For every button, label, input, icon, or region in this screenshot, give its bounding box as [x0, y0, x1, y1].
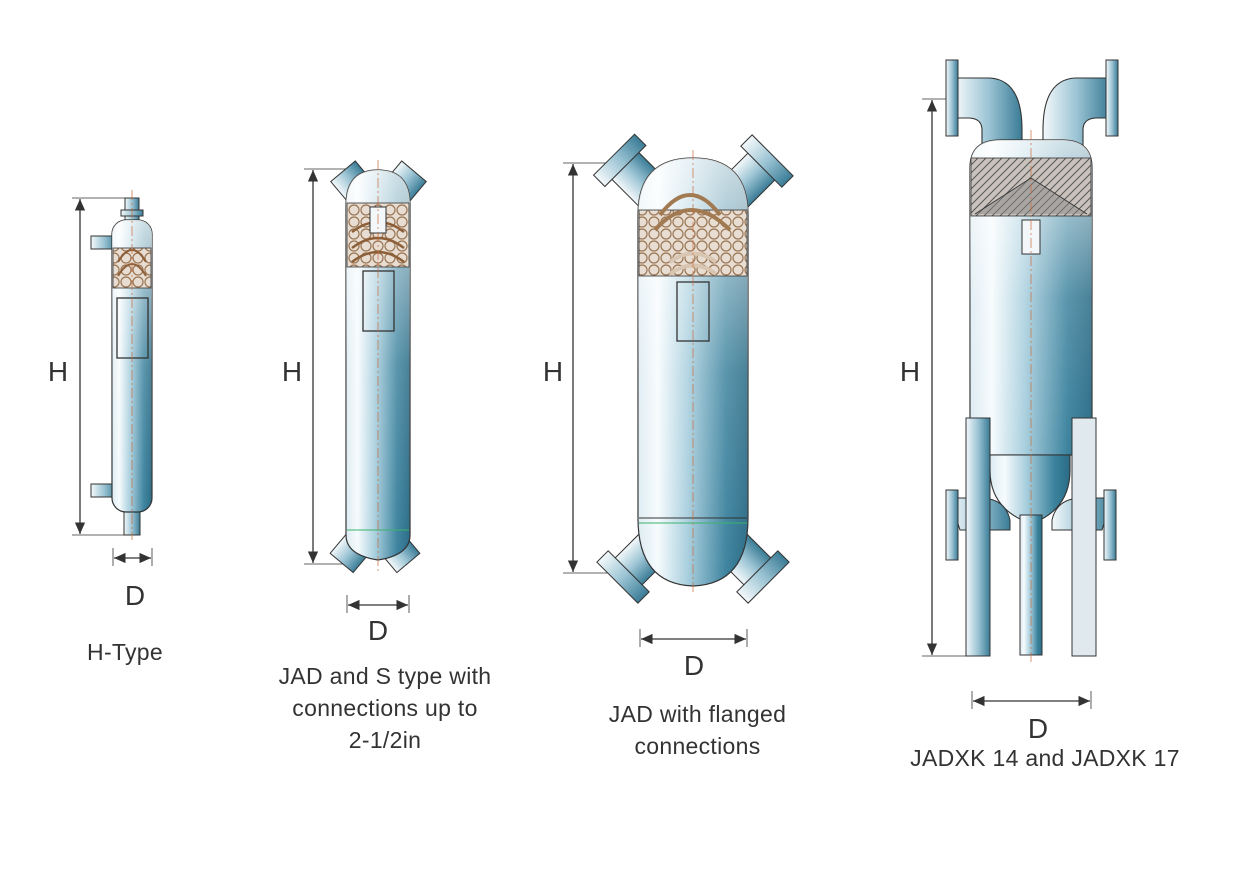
diameter-label: D [684, 650, 704, 681]
diameter-label: D [368, 615, 388, 646]
figure-jad-flanged: H D [543, 133, 794, 681]
support-leg-right [1071, 417, 1097, 657]
height-label: H [48, 356, 68, 387]
height-label: H [900, 356, 920, 387]
diameter-label: D [125, 580, 145, 611]
caption-text: JAD and S type with connections up to 2-… [278, 663, 492, 753]
caption-h-type: H-Type [87, 639, 163, 665]
caption-text: JAD with flanged connections [608, 701, 787, 759]
caption-jad-flanged: JAD with flanged connections [555, 698, 840, 762]
caption-jadxk: JADXK 14 and JADXK 17 [910, 745, 1180, 771]
height-label: H [543, 356, 563, 387]
caption-jad-s-type: JAD and S type with connections up to 2-… [235, 660, 535, 756]
figure-h-type: H D [48, 190, 153, 611]
inspection-window [362, 270, 395, 332]
figure-jadxk: H D [900, 59, 1119, 744]
support-leg-left [965, 417, 991, 657]
height-label: H [282, 356, 302, 387]
diameter-label: D [1028, 713, 1048, 744]
inspection-window [116, 297, 149, 359]
figure-jad-s-type: H D [282, 160, 427, 646]
